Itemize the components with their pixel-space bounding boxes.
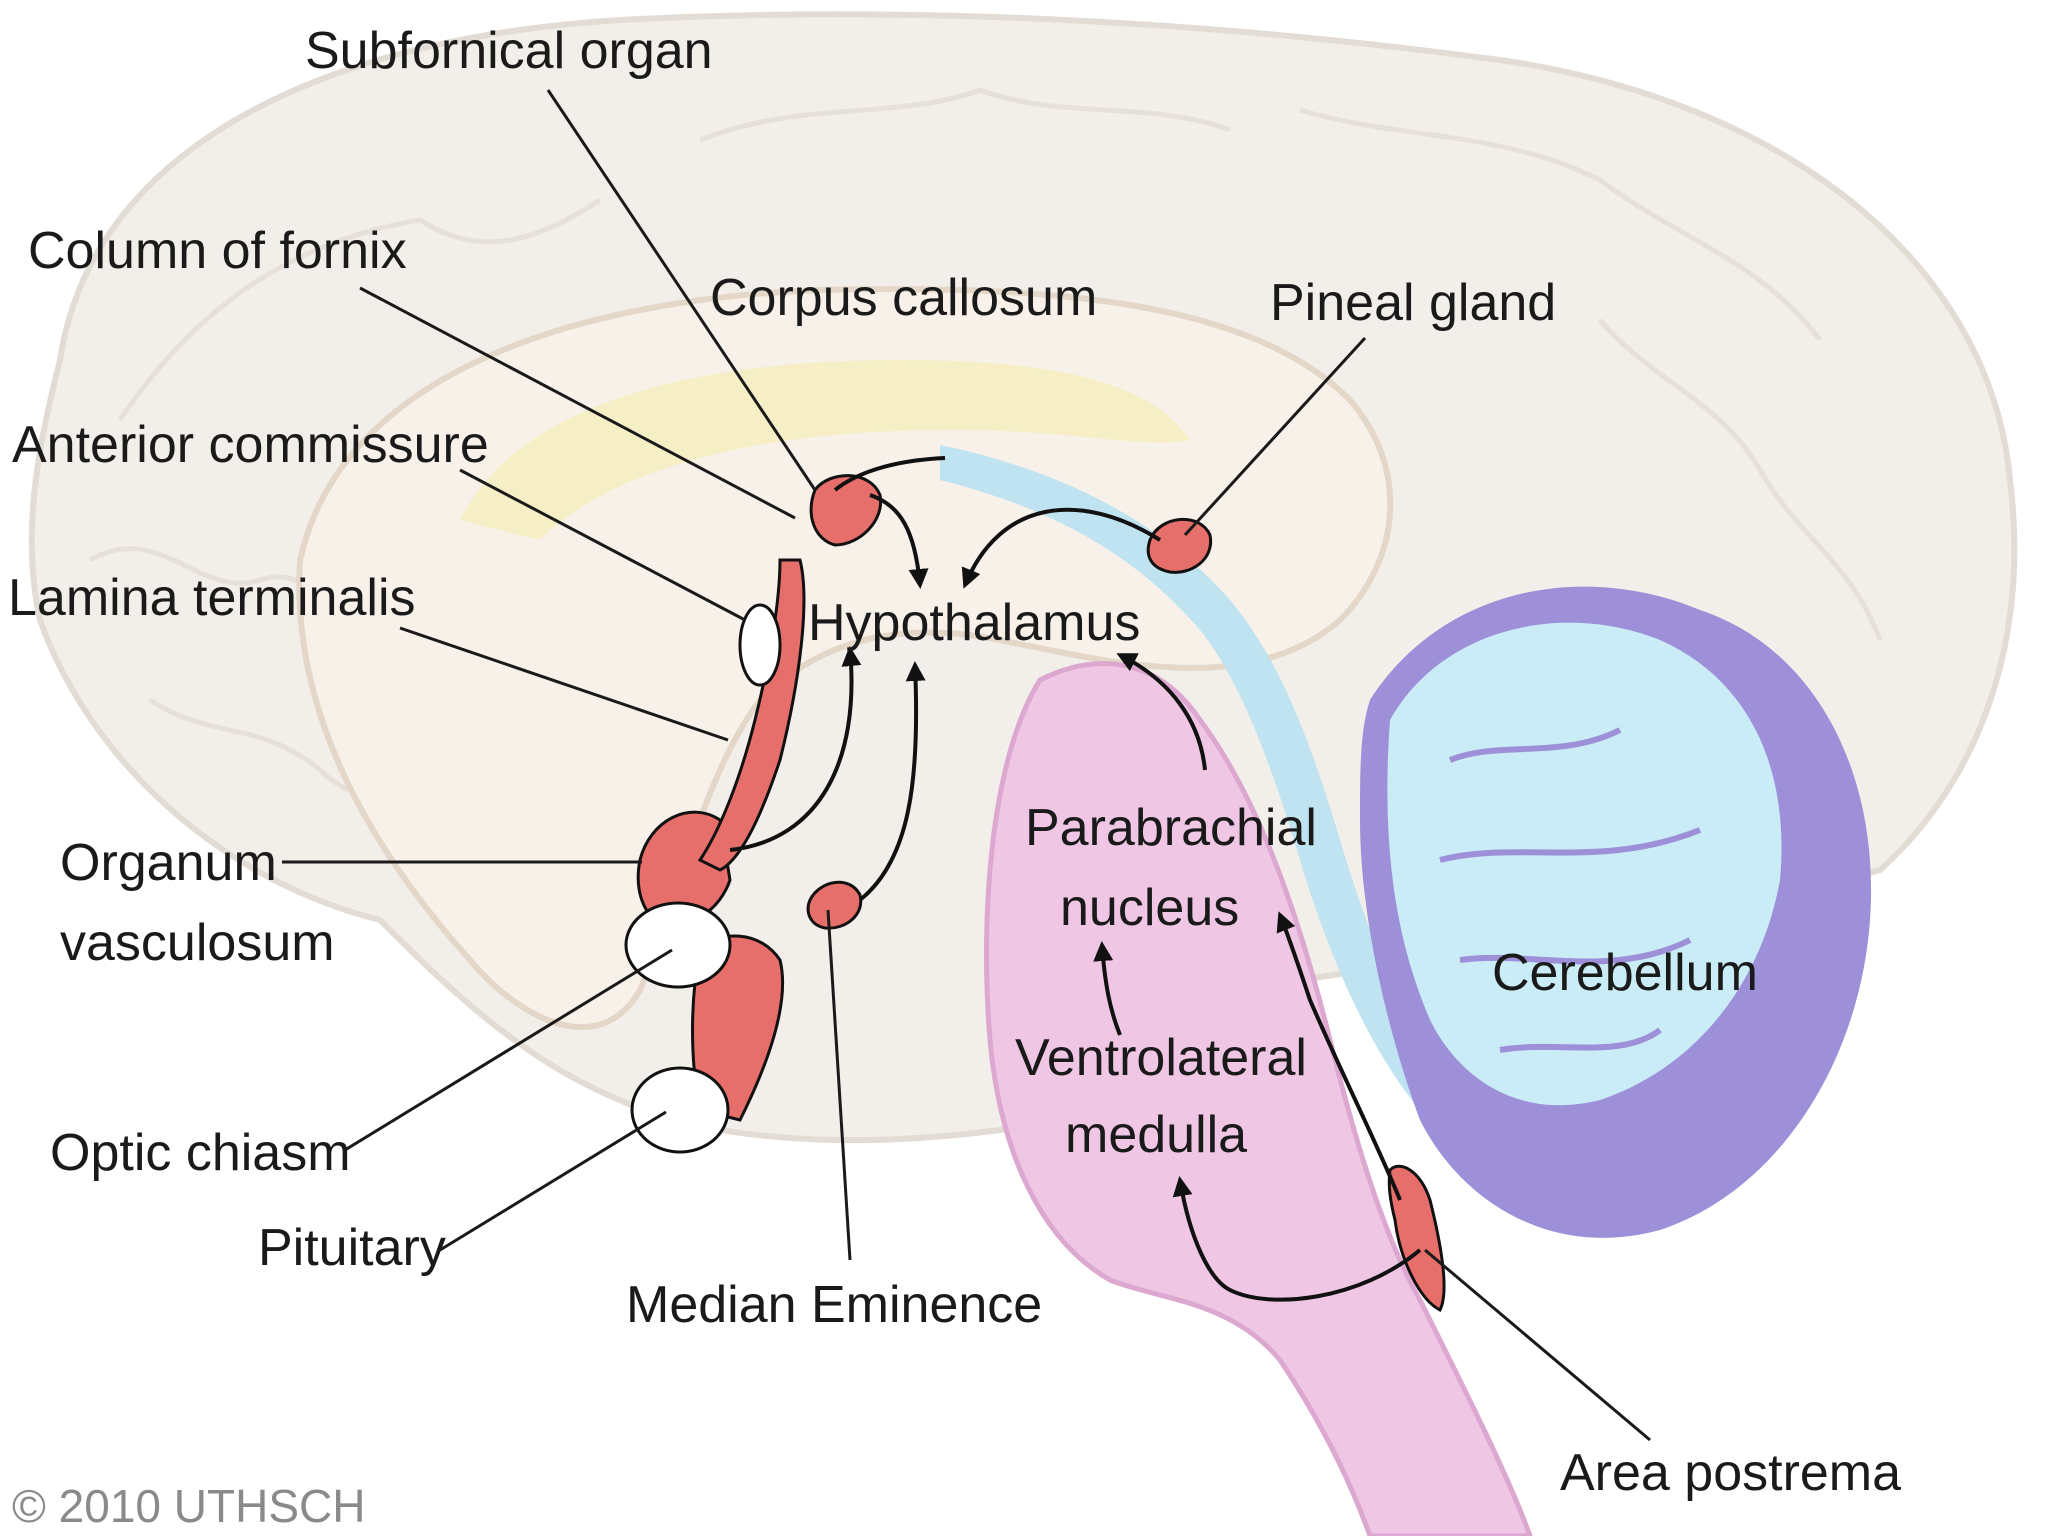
labels: Subfornical organ Column of fornix Corpu… xyxy=(8,22,1901,1532)
leader-lamina xyxy=(399,626,729,742)
median-eminence-shape xyxy=(806,880,863,930)
leader-subfornical xyxy=(546,89,817,491)
label-ventrolateral-line1: Ventrolateral xyxy=(1015,1029,1307,1087)
label-column-of-fornix: Column of fornix xyxy=(28,222,407,280)
arrow-sfo-to-hypothalamus xyxy=(869,493,929,589)
leader-pineal xyxy=(1183,336,1367,537)
label-optic-chiasm: Optic chiasm xyxy=(50,1124,351,1182)
fornix-stroke xyxy=(833,456,946,492)
arrow-vlm-to-parabrachial xyxy=(1093,941,1122,1036)
signal-arrows xyxy=(729,493,1422,1302)
corpus-callosum-shape xyxy=(460,360,1190,540)
label-lamina-terminalis: Lamina terminalis xyxy=(8,569,416,627)
label-anterior-commissure: Anterior commissure xyxy=(12,416,489,474)
pineal-gland-shape xyxy=(1146,518,1213,574)
arrow-pineal-to-hypothalamus xyxy=(961,507,1162,589)
brain-illustration xyxy=(28,11,2018,1536)
leader-pituitary xyxy=(439,1110,667,1252)
leader-median-eminence xyxy=(826,909,852,1261)
label-parabrachial-line2: nucleus xyxy=(1060,879,1239,937)
label-subfornical-organ: Subfornical organ xyxy=(305,22,713,80)
leader-lines xyxy=(282,89,1651,1442)
leader-area-postrema xyxy=(1424,1248,1651,1442)
label-corpus-callosum: Corpus callosum xyxy=(710,269,1097,327)
label-pineal-gland: Pineal gland xyxy=(1270,274,1556,332)
label-organum-line1: Organum xyxy=(60,834,277,892)
label-parabrachial-line1: Parabrachial xyxy=(1025,799,1317,857)
area-postrema-shape xyxy=(1387,1164,1446,1313)
arrow-ap-to-vlm xyxy=(1172,1176,1422,1302)
arrow-parabrachial-to-hypothalamus xyxy=(1116,653,1207,771)
leader-anterior-commissure xyxy=(459,468,746,622)
label-hypothalamus: Hypothalamus xyxy=(808,594,1140,652)
copyright-notice: © 2010 UTHSCH xyxy=(12,1480,365,1532)
leader-column-fornix xyxy=(359,286,796,520)
pituitary-shape xyxy=(630,1066,730,1154)
leader-optic-chiasm xyxy=(344,948,673,1152)
csf-band xyxy=(940,445,1460,1110)
organum-vasculosum-shape xyxy=(636,810,732,928)
label-organum-line2: vasculosum xyxy=(60,914,335,972)
cerebellum-shape xyxy=(1360,586,1872,1238)
label-pituitary: Pituitary xyxy=(258,1219,446,1277)
subfornical-organ-shape xyxy=(809,474,883,547)
label-ventrolateral-line2: medulla xyxy=(1065,1106,1247,1164)
label-cerebellum: Cerebellum xyxy=(1492,944,1758,1002)
brainstem-shape xyxy=(984,661,1533,1536)
label-area-postrema: Area postrema xyxy=(1560,1444,1901,1502)
pituitary-stalk-shape xyxy=(691,934,785,1122)
arrow-me-to-hypothalamus xyxy=(858,661,926,902)
arrow-ovlt-to-hypothalamus xyxy=(729,646,862,852)
optic-chiasm-shape xyxy=(624,901,732,989)
label-median-eminence: Median Eminence xyxy=(626,1276,1042,1334)
arrow-ap-to-parabrachial xyxy=(1276,911,1402,1201)
anterior-commissure-shape xyxy=(738,603,782,687)
